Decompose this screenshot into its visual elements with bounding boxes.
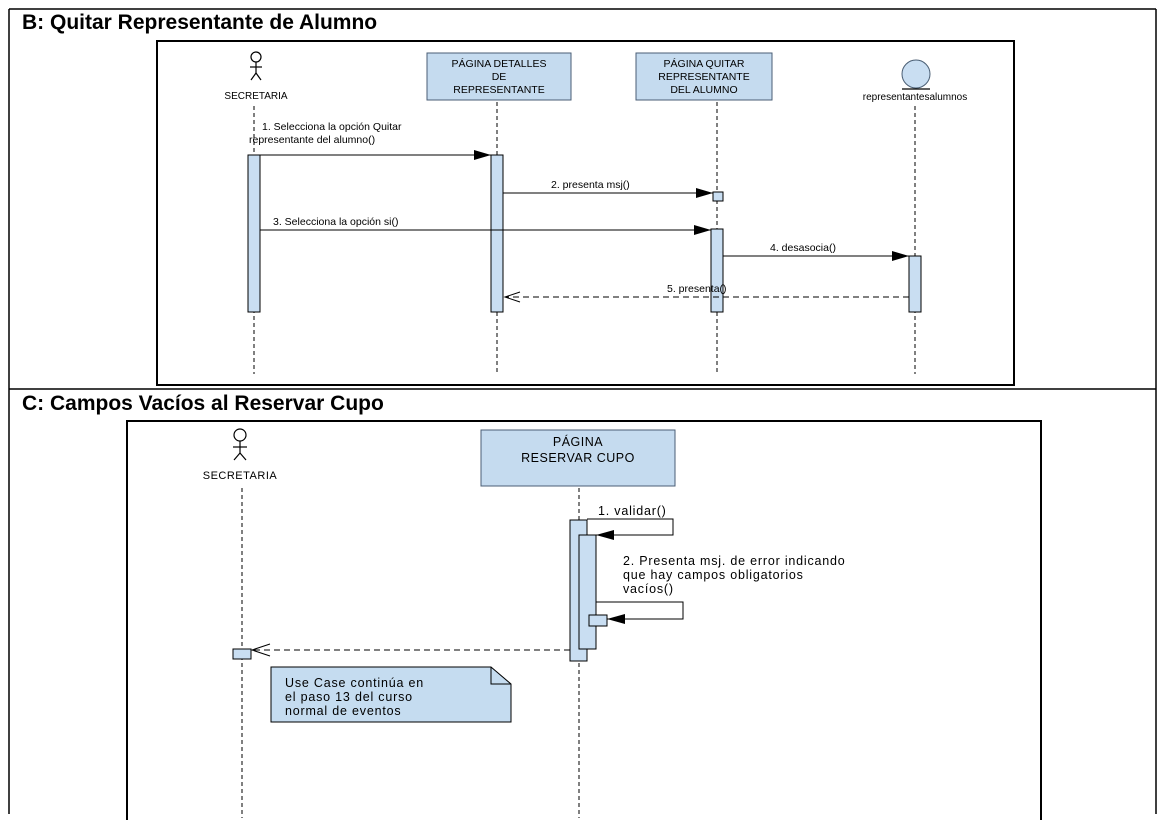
note-line2: el paso 13 del curso xyxy=(285,690,413,704)
note-shape xyxy=(270,666,512,723)
message-2-line2: que hay campos obligatorios xyxy=(623,568,804,582)
activation-detalles xyxy=(490,154,504,313)
lifeline-detalles-line2: DE xyxy=(492,71,507,83)
lifeline-reservar-line2: RESERVAR CUPO xyxy=(521,451,635,465)
note-line1: Use Case continúa en xyxy=(285,676,424,690)
actor-label: SECRETARIA xyxy=(203,470,278,482)
sequence-diagram-b: SECRETARIA PÁGINA DETALLES DE REPRESENTA… xyxy=(224,51,968,374)
lifeline-quitar-line2: REPRESENTANTE xyxy=(658,71,749,83)
message-1-line1: 1. Selecciona la opción Quitar xyxy=(262,121,402,133)
actor-label: SECRETARIA xyxy=(224,91,287,102)
activation-entity xyxy=(908,255,922,313)
message-2-line1: 2. Presenta msj. de error indicando xyxy=(623,554,846,568)
lifeline-quitar-line1: PÁGINA QUITAR xyxy=(664,57,745,70)
activation-quitar-1 xyxy=(712,191,724,202)
message-2-label: 2. presenta msj() xyxy=(551,179,630,191)
note-line3: normal de eventos xyxy=(285,704,401,718)
message-5-label: 5. presenta() xyxy=(667,283,727,295)
activation-reservar-nested xyxy=(578,534,597,650)
section-c-title: C: Campos Vacíos al Reservar Cupo xyxy=(22,392,384,415)
lifeline-quitar-box xyxy=(635,52,773,101)
message-2-arrow xyxy=(596,601,684,620)
lifeline-detalles-line1: PÁGINA DETALLES xyxy=(452,57,547,70)
message-3-label: 3. Selecciona la opción si() xyxy=(273,216,398,228)
entity-label: representantesalumnos xyxy=(863,92,968,103)
lifeline-detalles-line3: REPRESENTANTE xyxy=(453,84,544,96)
activation-actor xyxy=(247,154,261,313)
diagram-b-frame: SECRETARIA PÁGINA DETALLES DE REPRESENTA… xyxy=(156,40,1015,386)
activation-reservar-self xyxy=(588,614,608,627)
activation-quitar-2 xyxy=(710,228,724,313)
message-1-arrow xyxy=(587,518,674,536)
message-1-line2: representante del alumno() xyxy=(249,134,375,146)
entity-icon xyxy=(901,59,931,90)
message-1-label: 1. validar() xyxy=(598,504,667,518)
lifeline-detalles-box xyxy=(426,52,572,101)
sequence-diagram-c: SECRETARIA PÁGINA RESERVAR CUPO 1. valid… xyxy=(203,428,846,818)
lifeline-reservar-line1: PÁGINA xyxy=(553,434,603,449)
message-2-line3: vacíos() xyxy=(623,582,674,596)
actor-icon xyxy=(233,428,247,461)
activation-actor xyxy=(232,648,252,660)
lifeline-reservar-box xyxy=(480,429,676,487)
message-4-label: 4. desasocia() xyxy=(770,242,836,254)
diagram-c-frame: SECRETARIA PÁGINA RESERVAR CUPO 1. valid… xyxy=(126,420,1042,820)
actor-icon xyxy=(250,51,262,81)
section-b-title: B: Quitar Representante de Alumno xyxy=(22,11,378,34)
lifeline-quitar-line3: DEL ALUMNO xyxy=(670,84,737,96)
